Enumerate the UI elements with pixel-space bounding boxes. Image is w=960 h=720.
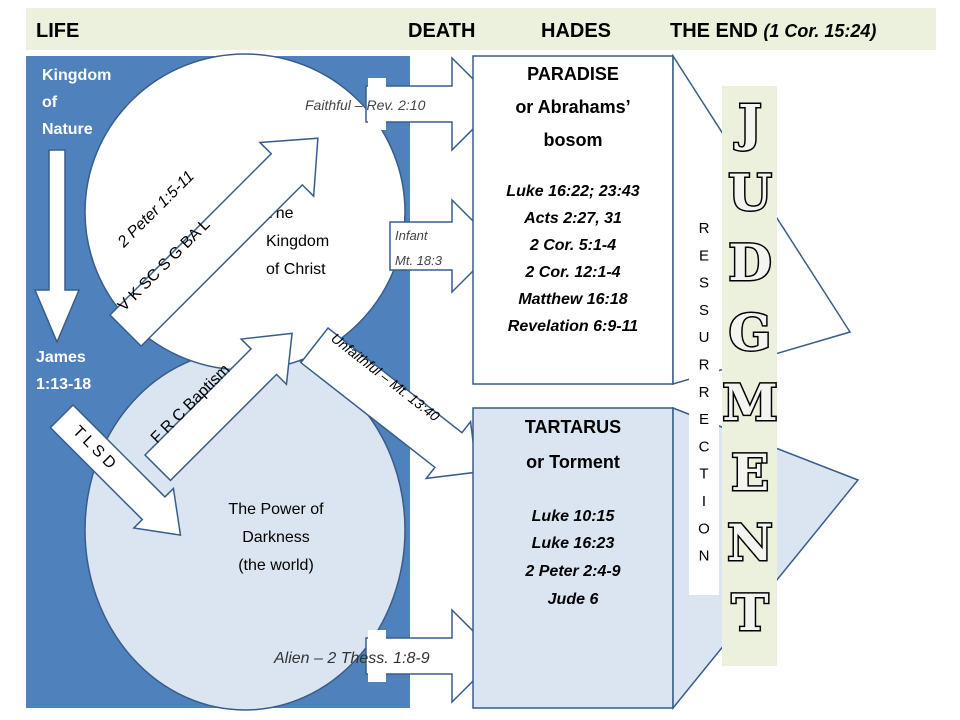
- sin-arrow: [49, 403, 182, 537]
- alien-arrow-tab: [368, 630, 386, 682]
- kingdom-of-christ-line-2: Kingdom: [266, 233, 329, 250]
- resurrection-letter: R: [699, 357, 710, 374]
- kingdom-of-nature-line-2: of: [42, 94, 58, 111]
- resurrection-letter: S: [699, 275, 709, 292]
- judgment-letter: M: [722, 373, 777, 432]
- resurrection-letter: C: [699, 438, 710, 455]
- tartarus-ref-3: 2 Peter 2:4-9: [524, 563, 620, 580]
- power-of-darkness-line-2: Darkness: [242, 529, 310, 546]
- baptism-arrow: [143, 332, 293, 482]
- kingdom-of-christ-line-3: of Christ: [266, 261, 326, 278]
- header-life: LIFE: [36, 20, 79, 42]
- judgment-letter: E: [731, 443, 769, 502]
- unfaithful-arrow: [299, 326, 478, 480]
- resurrection-letter: U: [699, 329, 710, 346]
- alien-label: Alien – 2 Thess. 1:8-9: [273, 650, 430, 667]
- tartarus-ref-1: Luke 10:15: [532, 508, 616, 525]
- paradise-title-line-3: bosom: [543, 130, 602, 150]
- infant-label-line-1: Infant: [395, 228, 429, 243]
- header-the-end: THE END (1 Cor. 15:24): [670, 20, 876, 42]
- header-hades: HADES: [541, 20, 611, 42]
- faithful-label: Faithful – Rev. 2:10: [305, 97, 426, 113]
- tartarus-box: [472, 407, 674, 709]
- power-of-darkness-line-1: The Power of: [228, 501, 324, 518]
- resurrection-letter: S: [699, 302, 709, 319]
- judgment-letter: J: [734, 93, 762, 152]
- resurrection-letter: E: [699, 247, 709, 264]
- header-bar: [26, 8, 936, 50]
- down-arrow: [33, 149, 81, 344]
- header-death: DEATH: [408, 20, 475, 42]
- paradise-ref-3: 2 Cor. 5:1-4: [529, 237, 616, 254]
- james-ref-line-1: James: [36, 349, 86, 366]
- judgment-column: [722, 86, 777, 666]
- paradise-ref-1: Luke 16:22; 23:43: [506, 183, 640, 200]
- paradise-title-line-2: or Abrahams’: [515, 97, 630, 117]
- paradise-ref-6: Revelation 6:9-11: [508, 318, 639, 335]
- resurrection-letter: O: [698, 520, 710, 537]
- judgment-letter: D: [728, 233, 771, 292]
- paradise-title-line-1: PARADISE: [527, 64, 619, 84]
- resurrection-letter: N: [699, 548, 710, 565]
- kingdom-of-nature-line-3: Nature: [42, 121, 93, 138]
- judgment-letter: N: [727, 513, 773, 572]
- resurrection-letter: T: [699, 466, 708, 483]
- paradise-ref-5: Matthew 16:18: [518, 291, 627, 308]
- resurrection-letter: R: [699, 220, 710, 237]
- resurrection-letter: R: [699, 384, 710, 401]
- resurrection-letter: I: [702, 493, 706, 510]
- peter-arrow: [108, 137, 319, 348]
- paradise-ref-2: Acts 2:27, 31: [523, 210, 622, 227]
- james-ref-line-2: 1:13-18: [36, 376, 91, 393]
- power-of-darkness-line-3: (the world): [238, 557, 314, 574]
- judgment-letter: T: [731, 583, 768, 642]
- resurrection-strip: [689, 215, 719, 595]
- paradise-box: [472, 55, 674, 385]
- faithful-arrow-tab: [368, 78, 386, 130]
- paradise-ref-4: 2 Cor. 12:1-4: [524, 264, 620, 281]
- kingdom-of-nature-line-1: Kingdom: [42, 67, 111, 84]
- tartarus-ref-4: Jude 6: [548, 591, 599, 608]
- infant-label-line-2: Mt. 18:3: [395, 253, 443, 268]
- judgment-letter: G: [729, 303, 772, 362]
- tartarus-title-line-2: or Torment: [526, 452, 620, 472]
- tartarus-title-line-1: TARTARUS: [525, 417, 621, 437]
- tartarus-ref-2: Luke 16:23: [532, 535, 615, 552]
- resurrection-letter: E: [699, 411, 709, 428]
- judgment-letter: U: [728, 163, 772, 222]
